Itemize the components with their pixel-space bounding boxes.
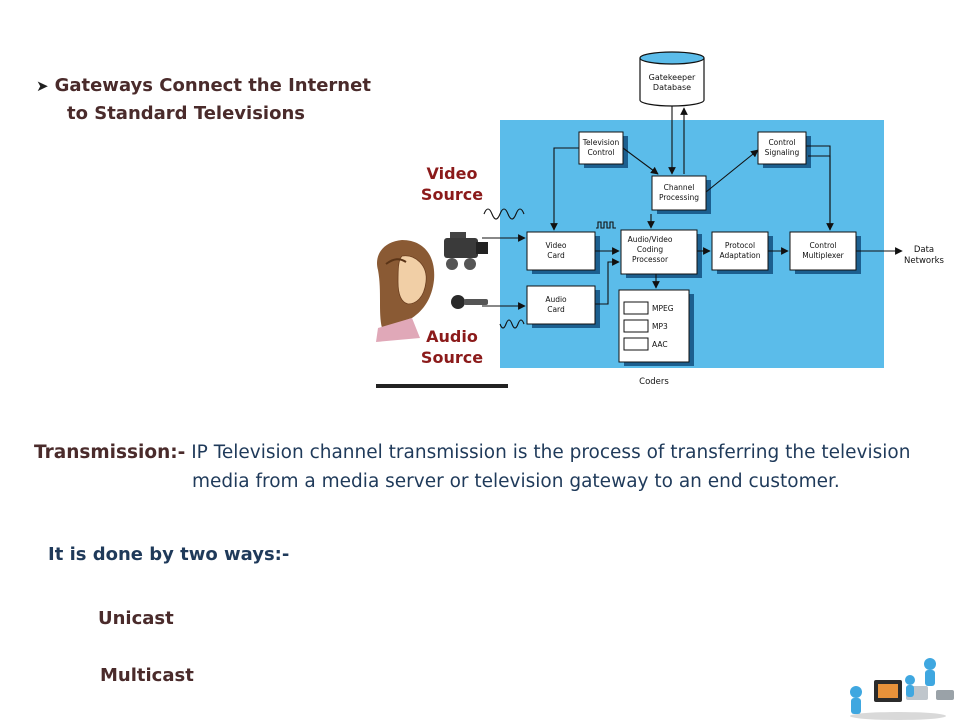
microphone-icon	[451, 295, 488, 309]
transmission-line-2: media from a media server or television …	[192, 471, 840, 492]
gatekeeper-database: Gatekeeper Database	[639, 51, 705, 107]
av-processor-label-2: Coding	[637, 245, 663, 254]
control-signaling-label-1: Control	[768, 138, 795, 147]
channel-processing-box: Channel Processing	[651, 175, 711, 214]
tv-control-label-2: Control	[587, 148, 614, 157]
heading-line-2: to Standard Televisions	[67, 103, 305, 124]
diagram-connectors	[482, 106, 903, 329]
video-source-label-1: Video	[427, 164, 478, 183]
coder-aac: AAC	[652, 340, 668, 349]
control-signaling-label-2: Signaling	[765, 148, 800, 157]
audio-source-label-1: Audio	[426, 327, 478, 346]
control-multiplexer-label-2: Multiplexer	[802, 251, 844, 260]
channel-processing-label-2: Processing	[659, 193, 699, 202]
audio-card-label-2: Card	[547, 305, 565, 314]
coder-mp3: MP3	[652, 322, 668, 331]
channel-processing-label-1: Channel	[664, 183, 695, 192]
diagram-baseline	[376, 384, 508, 388]
protocol-adaptation-label-2: Adaptation	[719, 251, 760, 260]
video-source-label-2: Source	[421, 185, 483, 204]
arrow-bullet-icon: ➤	[36, 77, 49, 95]
av-processor-label-3: Processor	[632, 255, 669, 264]
television-control-box: Television Control	[578, 131, 628, 168]
ways-title: It is done by two ways:-	[48, 544, 290, 565]
video-card-label-1: Video	[545, 241, 566, 250]
video-camera-icon	[444, 232, 488, 270]
audio-card-box: Audio Card	[526, 285, 600, 328]
presenter-illustration	[376, 240, 435, 342]
av-coding-processor-box: Audio/Video Coding Processor	[620, 229, 702, 278]
transmission-label: Transmission:-	[34, 442, 186, 463]
control-multiplexer-label-1: Control	[809, 241, 836, 250]
tv-control-label-1: Television	[582, 138, 620, 147]
video-card-box: Video Card	[526, 231, 600, 274]
decorative-figures-illustration	[850, 658, 954, 720]
coders-box: MPEG MP3 AAC	[618, 289, 694, 366]
coder-mpeg: MPEG	[652, 304, 674, 313]
control-multiplexer-box: Control Multiplexer	[789, 231, 861, 274]
way-unicast: Unicast	[98, 608, 174, 629]
control-signaling-box: Control Signaling	[757, 131, 811, 168]
heading-line-1: Gateways Connect the Internet	[54, 75, 371, 96]
audio-source-label-2: Source	[421, 348, 483, 367]
data-networks-label-1: Data	[914, 245, 934, 255]
protocol-adaptation-box: Protocol Adaptation	[711, 231, 773, 274]
transmission-paragraph: Transmission:- IP Television channel tra…	[34, 438, 949, 496]
protocol-adaptation-label-1: Protocol	[725, 241, 755, 250]
way-multicast: Multicast	[100, 665, 194, 686]
coders-label: Coders	[639, 377, 669, 387]
database-label-2: Database	[653, 83, 691, 92]
gateway-heading: ➤ Gateways Connect the Internet to Standa…	[36, 72, 371, 127]
video-card-label-2: Card	[547, 251, 565, 260]
database-label-1: Gatekeeper	[649, 73, 696, 82]
transmission-line-1: IP Television channel transmission is th…	[191, 442, 911, 463]
audio-card-label-1: Audio	[545, 295, 567, 304]
data-networks-label-2: Networks	[904, 256, 944, 266]
av-processor-label-1: Audio/Video	[628, 235, 673, 244]
iptv-gateway-diagram: Gatekeeper Database Television Control C…	[376, 51, 945, 388]
